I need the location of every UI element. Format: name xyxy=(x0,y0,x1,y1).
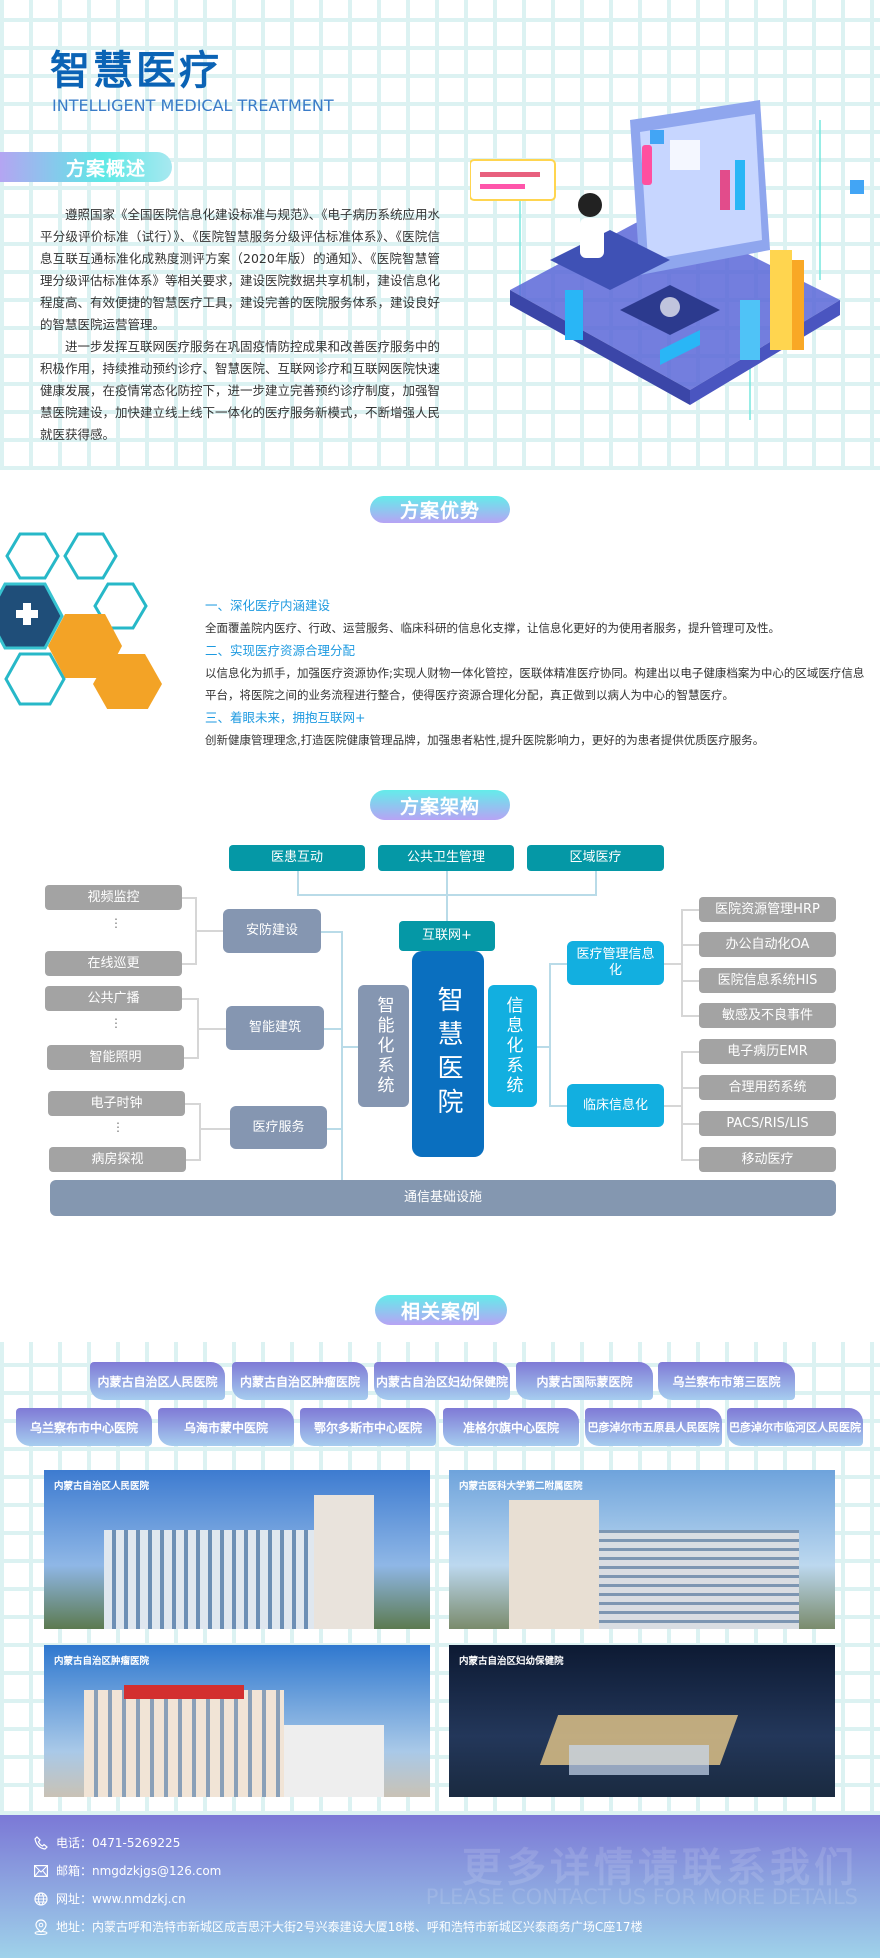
overview-text: 遵照国家《全国医院信息化建设标准与规范》、《电子病历系统应用水平分级评价标准（试… xyxy=(40,204,440,446)
case-photo: 内蒙古自治区肿瘤医院 xyxy=(44,1645,430,1797)
page-title: 智慧医疗 xyxy=(50,48,222,94)
arch-left-mid-box: 智能建筑 xyxy=(226,1006,324,1050)
arch-bottom-bar: 通信基础设施 xyxy=(50,1180,836,1216)
phone-value[interactable]: 0471-5269225 xyxy=(92,1835,181,1850)
photo-caption: 内蒙古自治区妇幼保健院 xyxy=(459,1656,564,1667)
medical-illustration xyxy=(470,100,864,420)
hospital-chip[interactable]: 内蒙古自治区人民医院 xyxy=(90,1362,225,1400)
location-icon xyxy=(34,1918,48,1935)
advantage-title: 二、实现医疗资源合理分配 xyxy=(205,643,356,658)
web-value[interactable]: www.nmdzkj.cn xyxy=(92,1891,186,1906)
photo-caption: 内蒙古医科大学第二附属医院 xyxy=(459,1481,583,1492)
hospital-chip[interactable]: 内蒙古自治区肿瘤医院 xyxy=(232,1362,368,1400)
hospital-chip[interactable]: 巴彦淖尔市临河区人民医院 xyxy=(727,1408,863,1446)
arch-top-box: 区域医疗 xyxy=(527,845,664,871)
hospital-chip[interactable]: 内蒙古国际蒙医院 xyxy=(516,1362,653,1400)
email-label: 邮箱： xyxy=(56,1864,93,1878)
globe-icon xyxy=(34,1891,48,1906)
hospital-chip[interactable]: 鄂尔多斯市中心医院 xyxy=(300,1408,436,1446)
arch-left-far-box: 视频监控 xyxy=(45,885,182,910)
hospital-chip[interactable]: 准格尔旗中心医院 xyxy=(443,1408,579,1446)
arch-right-far-box: 合理用药系统 xyxy=(699,1075,836,1100)
case-photo: 内蒙古自治区妇幼保健院 xyxy=(449,1645,835,1797)
email-value[interactable]: nmgdzkjgs@126.com xyxy=(92,1863,222,1878)
section-advantages-label: 方案优势 xyxy=(370,496,510,523)
arch-right-far-box: 敏感及不良事件 xyxy=(699,1003,836,1028)
section-cases-label: 相关案例 xyxy=(375,1295,507,1325)
phone-label: 电话： xyxy=(56,1836,93,1850)
contact-email: 邮箱：nmgdzkjgs@126.com xyxy=(34,1862,221,1879)
arch-right-far-box: 医院资源管理HRP xyxy=(699,897,836,922)
address-value: 内蒙古呼和浩特市新城区成吉思汗大街2号兴泰建设大厦18楼、呼和浩特市新城区兴泰商… xyxy=(92,1920,643,1934)
arch-left-far-box: 电子时钟 xyxy=(48,1091,185,1116)
arch-left-mid-box: 医疗服务 xyxy=(230,1106,327,1149)
case-photo: 内蒙古自治区人民医院 xyxy=(44,1470,430,1629)
arch-center-box: 智慧医院 xyxy=(412,951,484,1157)
page-subtitle: INTELLIGENT MEDICAL TREATMENT xyxy=(52,96,334,115)
arch-right-far-box: 医院信息系统HIS xyxy=(699,968,836,993)
contact-footer: 更多详情请联系我们 PLEASE CONTACT US FOR MORE DET… xyxy=(0,1815,880,1958)
ellipsis: ⋮ xyxy=(112,1120,124,1134)
arch-internet-box: 互联网+ xyxy=(399,921,495,951)
web-label: 网址： xyxy=(56,1892,93,1906)
arch-right-mid-box: 临床信息化 xyxy=(567,1084,664,1127)
advantage-text: 以信息化为抓手，加强医疗资源协作;实现人财物一体化管控，医联体精准医疗协同。构建… xyxy=(205,666,865,702)
section-overview-label: 方案概述 xyxy=(0,152,172,182)
arch-top-box: 公共卫生管理 xyxy=(378,845,514,871)
ellipsis: ⋮ xyxy=(110,1016,122,1030)
section-architecture-label: 方案架构 xyxy=(370,790,510,820)
arch-left-far-box: 公共广播 xyxy=(45,986,182,1011)
mail-icon xyxy=(34,1864,48,1877)
arch-left-far-box: 智能照明 xyxy=(47,1045,184,1070)
arch-info-system: 信息化系统 xyxy=(488,985,537,1107)
overview-label-text: 方案概述 xyxy=(65,157,146,180)
arch-right-far-box: 移动医疗 xyxy=(699,1147,836,1172)
advantage-title: 一、深化医疗内涵建设 xyxy=(205,598,331,613)
watermark-en: PLEASE CONTACT US FOR MORE DETAILS xyxy=(425,1885,858,1909)
arch-left-mid-box: 安防建设 xyxy=(223,909,321,953)
contact-address: 地址：内蒙古呼和浩特市新城区成吉思汗大街2号兴泰建设大厦18楼、呼和浩特市新城区… xyxy=(34,1918,643,1935)
arch-right-far-box: 办公自动化OA xyxy=(699,932,836,957)
case-photo: 内蒙古医科大学第二附属医院 xyxy=(449,1470,835,1629)
contact-phone: 电话：0471-5269225 xyxy=(34,1834,180,1851)
hospital-chip[interactable]: 内蒙古自治区妇幼保健院 xyxy=(374,1362,510,1400)
watermark-cn: 更多详情请联系我们 xyxy=(462,1845,858,1891)
arch-right-far-box: PACS/RIS/LIS xyxy=(699,1111,836,1136)
overview-paragraph: 进一步发挥互联网医疗服务在巩固疫情防控成果和改善医疗服务中的积极作用，持续推动预… xyxy=(40,339,441,442)
advantage-text: 全面覆盖院内医疗、行政、运营服务、临床科研的信息化支撑，让信息化更好的为使用者服… xyxy=(205,621,780,635)
arch-top-box: 医患互动 xyxy=(229,845,365,871)
hexagon-decoration xyxy=(0,532,162,709)
arch-smart-system: 智能化系统 xyxy=(358,985,409,1107)
advantage-text: 创新健康管理理念,打造医院健康管理品牌，加强患者粘性,提升医院影响力，更好的为患… xyxy=(205,733,765,747)
photo-caption: 内蒙古自治区人民医院 xyxy=(54,1481,150,1492)
hospital-chip[interactable]: 乌兰察布市中心医院 xyxy=(16,1408,152,1446)
hospital-chip[interactable]: 乌海市蒙中医院 xyxy=(158,1408,294,1446)
advantages-list: 一、深化医疗内涵建设 全面覆盖院内医疗、行政、运营服务、临床科研的信息化支撑，让… xyxy=(205,594,865,751)
hospital-chip[interactable]: 乌兰察布市第三医院 xyxy=(658,1362,795,1400)
hospital-chip[interactable]: 巴彦淖尔市五原县人民医院 xyxy=(585,1408,722,1446)
arch-left-far-box: 病房探视 xyxy=(49,1147,186,1172)
arch-left-far-box: 在线巡更 xyxy=(45,951,182,976)
address-label: 地址： xyxy=(56,1920,93,1934)
ellipsis: ⋮ xyxy=(110,916,122,930)
phone-icon xyxy=(34,1835,48,1850)
overview-paragraph: 遵照国家《全国医院信息化建设标准与规范》、《电子病历系统应用水平分级评价标准（试… xyxy=(40,207,441,332)
arch-right-mid-box: 医疗管理信息化 xyxy=(567,941,664,985)
advantage-title: 三、着眼未来，拥抱互联网+ xyxy=(205,710,366,725)
arch-right-far-box: 电子病历EMR xyxy=(699,1039,836,1064)
photo-caption: 内蒙古自治区肿瘤医院 xyxy=(54,1656,150,1667)
contact-website: 网址：www.nmdzkj.cn xyxy=(34,1890,186,1907)
